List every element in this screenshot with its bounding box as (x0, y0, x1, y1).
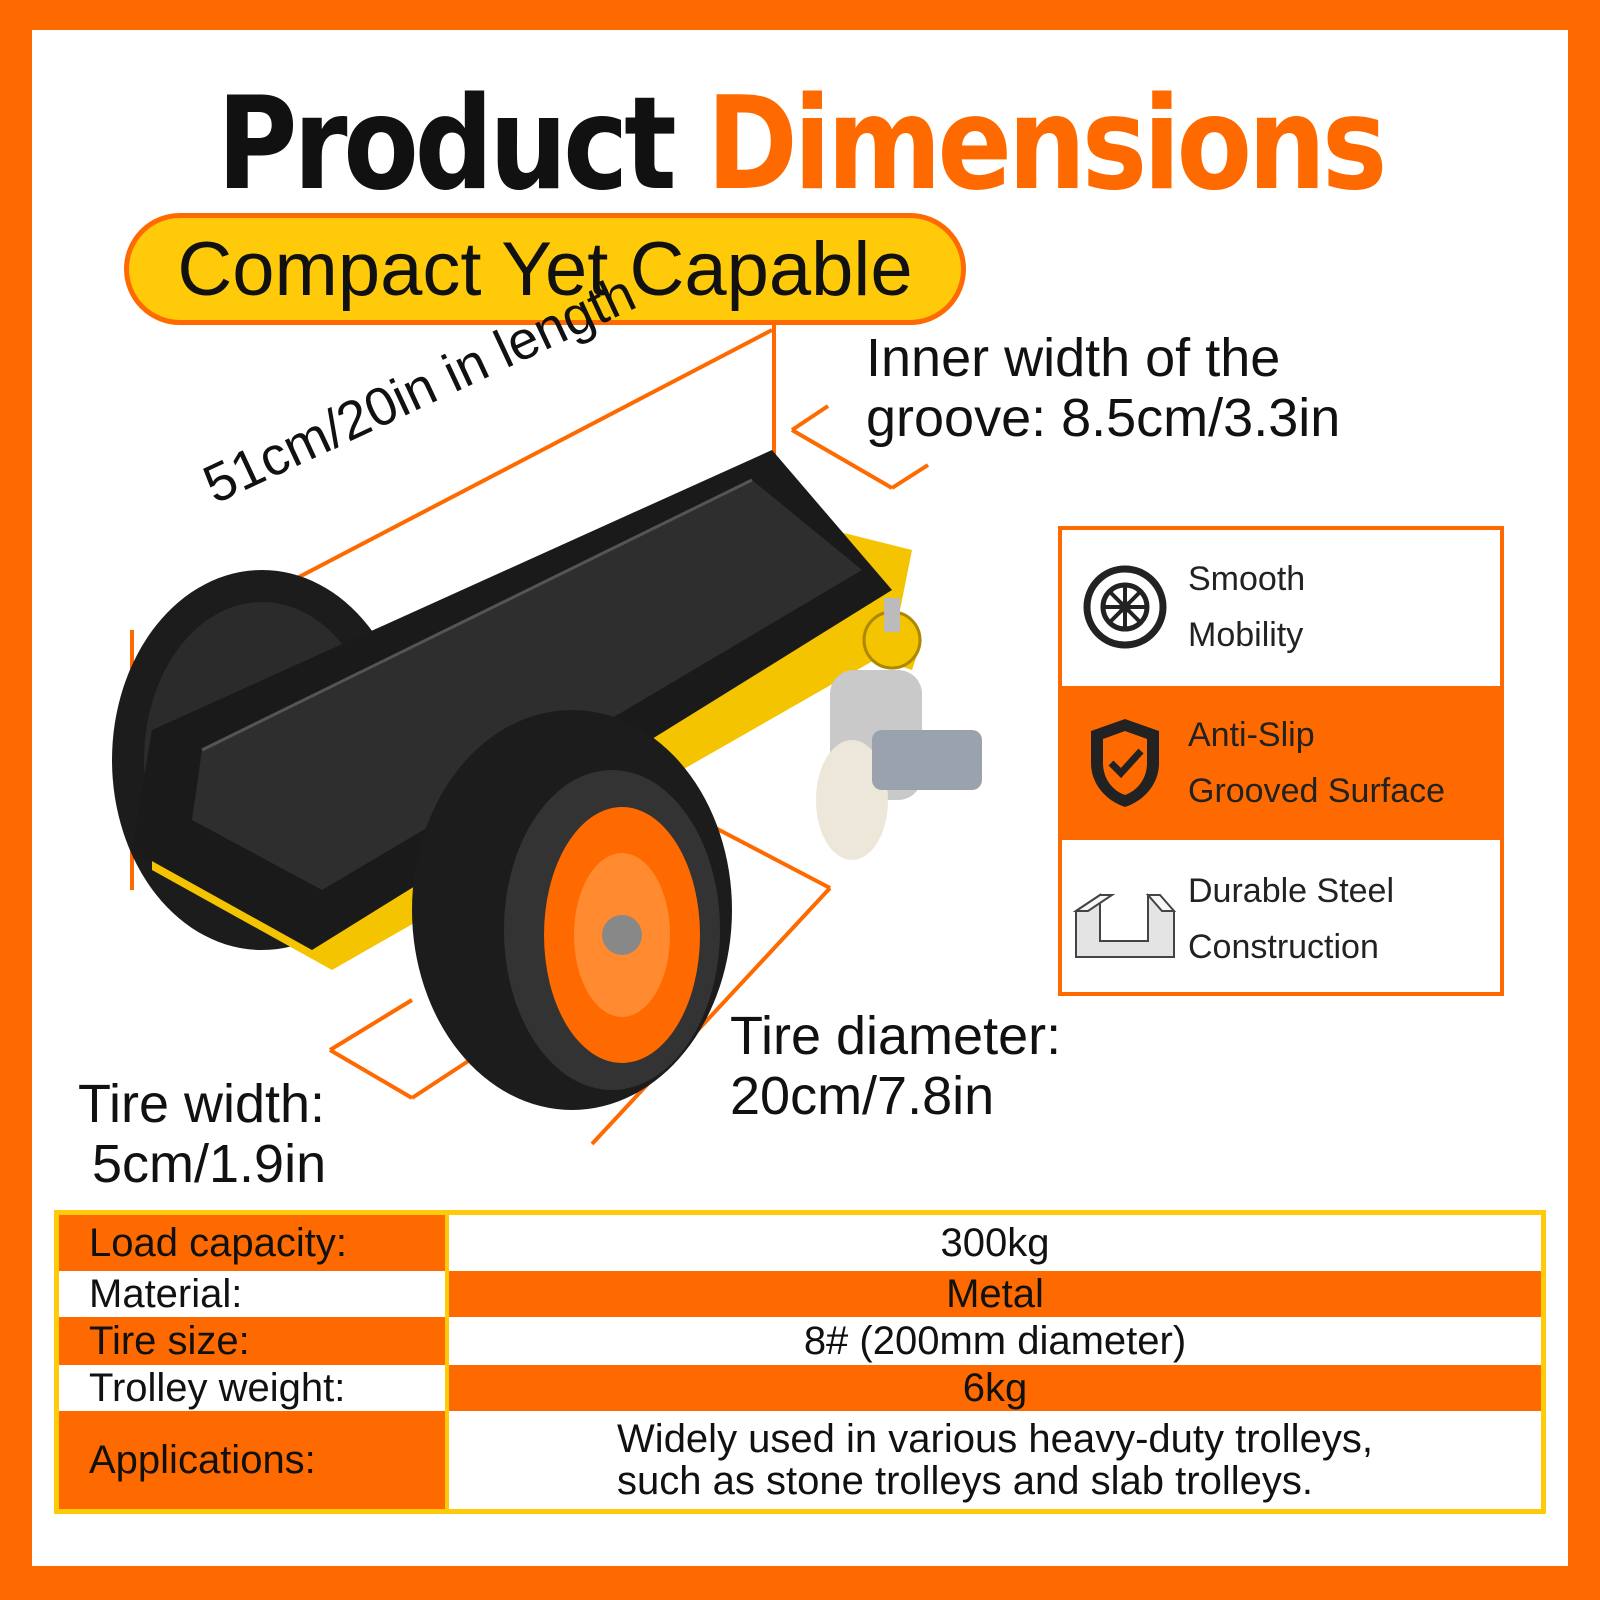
content-panel: Product Dimensions Compact Yet Capable (32, 30, 1568, 1566)
tire-width-label: Tire width: 5cm/1.9in (78, 1074, 326, 1194)
feature-smooth-line2: Mobility (1188, 616, 1304, 654)
groove-width-line2: groove: 8.5cm/3.3in (866, 388, 1341, 448)
table-row: Trolley weight: 6kg (59, 1365, 1541, 1411)
page-title: Product Dimensions (140, 70, 1461, 220)
spec-value-load-capacity: 300kg (940, 1220, 1050, 1265)
specs-table: Load capacity: 300kg Material: Metal Tir… (54, 1210, 1546, 1514)
spec-value-tire-size: 8# (200mm diameter) (803, 1318, 1187, 1363)
tire-diameter-line2: 20cm/7.8in (730, 1066, 995, 1126)
spec-label-trolley-weight: Trolley weight: (59, 1365, 449, 1411)
feature-smooth-mobility: Smooth Mobility (1062, 530, 1500, 684)
title-word-product: Product (216, 70, 677, 219)
feature-anti-slip-line2: Grooved Surface (1188, 772, 1446, 810)
spec-label-material: Material: (59, 1271, 449, 1317)
front-wheel (412, 710, 732, 1110)
steel-channel-icon (1062, 842, 1188, 996)
title-word-dimensions: Dimensions (706, 70, 1387, 219)
tire-diameter-label: Tire diameter: 20cm/7.8in (730, 1006, 1061, 1126)
shield-check-icon (1062, 686, 1188, 840)
feature-anti-slip: Anti-Slip Grooved Surface (1062, 686, 1500, 840)
table-row: Tire size: 8# (200mm diameter) (59, 1317, 1541, 1365)
feature-durable-steel: Durable Steel Construction (1062, 842, 1500, 996)
tire-width-line1: Tire width: (78, 1074, 326, 1134)
table-row: Material: Metal (59, 1271, 1541, 1317)
feature-smooth-line1: Smooth (1188, 560, 1306, 598)
tire-width-line2: 5cm/1.9in (92, 1134, 327, 1194)
table-row: Load capacity: 300kg (59, 1215, 1541, 1271)
tire-diameter-line1: Tire diameter: (730, 1006, 1062, 1066)
applications-line2: such as stone trolleys and slab trolleys… (617, 1459, 1313, 1503)
applications-line1: Widely used in various heavy-duty trolle… (617, 1417, 1373, 1461)
spec-label-applications: Applications: (59, 1411, 449, 1509)
spec-value-applications: Widely used in various heavy-duty trolle… (449, 1411, 1541, 1509)
feature-steel-line1: Durable Steel (1188, 872, 1395, 910)
trolley-illustration (112, 322, 982, 1146)
feature-anti-slip-line1: Anti-Slip (1188, 716, 1315, 754)
groove-channel (132, 450, 892, 950)
table-row: Applications: Widely used in various hea… (59, 1411, 1541, 1509)
groove-width-label: Inner width of the groove: 8.5cm/3.3in (866, 328, 1340, 448)
feature-steel-line2: Construction (1188, 928, 1379, 966)
wheel-icon (1062, 530, 1188, 684)
groove-width-line1: Inner width of the (866, 328, 1281, 388)
caster-wheel (816, 598, 982, 860)
spec-label-tire-size: Tire size: (59, 1317, 449, 1365)
spec-label-load-capacity: Load capacity: (59, 1215, 449, 1271)
features-box: Smooth Mobility Anti-Slip Grooved Surfac… (1058, 526, 1504, 996)
subtitle-pill: Compact Yet Capable (124, 213, 966, 325)
spec-value-trolley-weight: 6kg (449, 1365, 1541, 1411)
spec-value-material: Metal (449, 1271, 1541, 1317)
